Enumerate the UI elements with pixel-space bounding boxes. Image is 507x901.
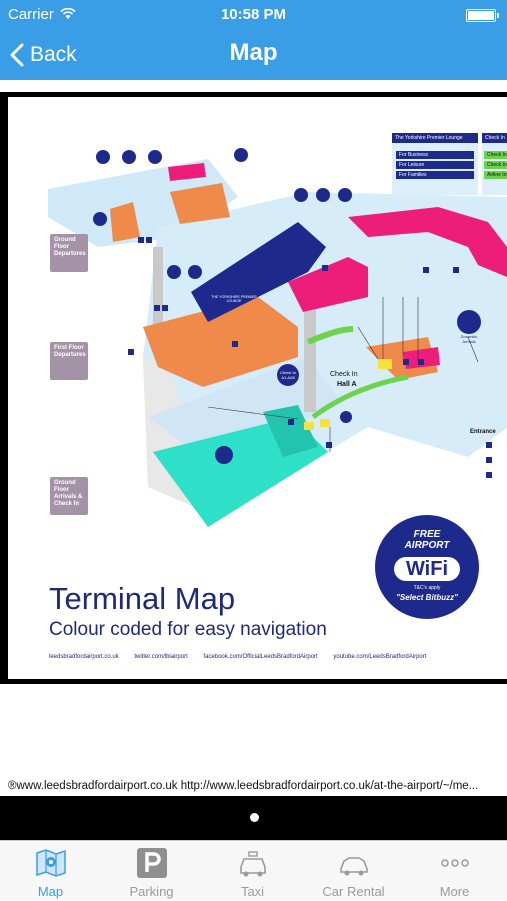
tab-taxi[interactable]: Taxi — [202, 841, 303, 901]
terminal-map-image[interactable]: Ground Floor Departures First Floor Depa… — [8, 97, 507, 679]
facebook-link: facebook.com/OfficialLeedsBradfordAirpor… — [203, 654, 318, 660]
lounge-legend-item: For Families — [396, 171, 474, 179]
terminal-map-title: Terminal Map — [49, 581, 236, 616]
tab-car-rental[interactable]: Car Rental — [303, 841, 404, 901]
website-link: leedsbradfordairport.co.uk — [49, 654, 119, 660]
check-in-range-label: A1-A28 — [281, 375, 295, 380]
status-bar: Carrier 10:58 PM — [0, 0, 507, 30]
tab-more[interactable]: More — [404, 841, 505, 901]
navigation-bar: Back Map — [0, 30, 507, 80]
checkin-legend-item: Check In — [484, 151, 507, 159]
check-in-badge-label: Check In — [280, 370, 296, 375]
terminal-map-subtitle: Colour coded for easy navigation — [49, 619, 327, 640]
parking-icon — [137, 848, 167, 878]
map-border: Ground Floor Departures First Floor Depa… — [0, 92, 507, 684]
checkin-legend-item: Airline Info — [484, 171, 507, 179]
lounge-legend-item: For Leisure — [396, 161, 474, 169]
battery-icon — [466, 9, 499, 22]
wifi-free-line2: AIRPORT — [404, 540, 450, 551]
lounge-legend-title: The Yorkshire Premier Lounge — [392, 133, 478, 143]
free-wifi-badge: FREE AIRPORT WiFi T&C's apply "Select Bi… — [375, 515, 479, 619]
twitter-link: twitter.com/lbiairport — [134, 654, 188, 660]
tab-label: Car Rental — [322, 884, 385, 899]
wifi-icon — [60, 8, 76, 19]
wifi-free-label: FREE AIRPORT — [375, 529, 479, 551]
map-icon — [36, 849, 66, 877]
page-title: Map — [229, 39, 278, 66]
tab-map[interactable]: Map — [0, 841, 101, 901]
checkin-legend-title: Check In — [482, 133, 507, 143]
back-button[interactable]: Back — [10, 38, 77, 72]
image-source-caption: ®www.leedsbradfordairport.co.uk http://w… — [8, 780, 479, 792]
hall-a-label: Hall A — [337, 381, 357, 388]
taxi-icon — [240, 851, 266, 877]
wifi-free-line1: FREE — [413, 529, 441, 540]
floor-plan — [48, 148, 507, 527]
floor-label-first-departures: First Floor Departures — [50, 342, 88, 380]
back-label: Back — [30, 43, 77, 66]
more-icon — [441, 859, 469, 867]
wifi-word: WiFi — [394, 557, 460, 581]
wifi-network-name: "Select Bitbuzz" — [396, 593, 458, 602]
chevron-left-icon — [10, 43, 24, 67]
page-indicator-dot — [250, 813, 259, 822]
entrance-label: Entrance — [470, 429, 496, 435]
car-icon — [340, 857, 368, 876]
floor-label-ground-arrivals: Ground Floor Arrivals & Check In — [50, 477, 88, 515]
tab-label: Map — [37, 884, 64, 899]
lounge-name-label: THE YORKSHIRE PREMIER LOUNGE — [211, 295, 257, 303]
lounge-legend-item: For Business — [396, 151, 474, 159]
domestic-arrivals-label: Domestic Arrivals — [460, 334, 478, 344]
carrier-label: Carrier — [8, 6, 54, 23]
lounge-legend: The Yorkshire Premier Lounge For Busines… — [392, 133, 478, 195]
checkin-legend-item: Check In — [484, 161, 507, 169]
check-in-badge: Check In A1-A28 — [279, 370, 297, 380]
wifi-terms: T&C's apply — [413, 585, 441, 591]
map-frame: Ground Floor Departures First Floor Depa… — [0, 80, 507, 695]
tab-bar: Map Parking Taxi Car Rental More — [0, 840, 507, 900]
tab-label: More — [439, 884, 470, 899]
tab-label: Parking — [129, 884, 174, 899]
youtube-link: youtube.com/LeedsBradfordAirport — [333, 654, 427, 660]
clock: 10:58 PM — [220, 6, 287, 23]
check-in-hall-label: Check In — [330, 371, 358, 378]
floor-label-ground-departures: Ground Floor Departures — [50, 234, 88, 272]
social-links: leedsbradfordairport.co.uk twitter.com/l… — [49, 654, 440, 660]
checkin-legend: Check In Check In Check In Airline Info — [482, 133, 507, 195]
tab-parking[interactable]: Parking — [101, 841, 202, 901]
tab-label: Taxi — [240, 884, 265, 899]
